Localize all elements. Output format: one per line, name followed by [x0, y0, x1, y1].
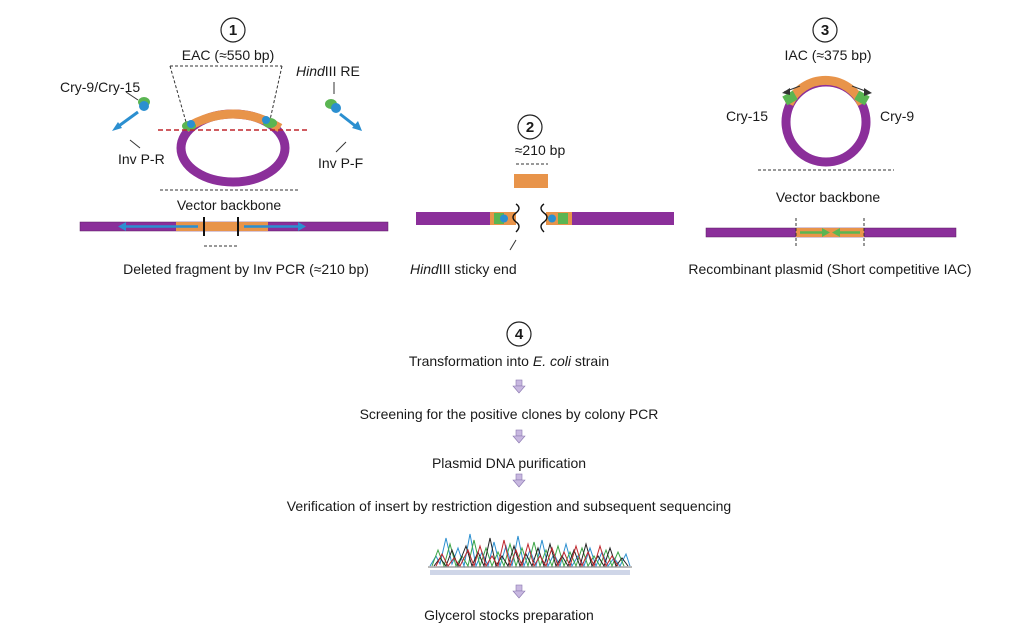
step-2-caption: HindIII sticky end	[410, 261, 517, 277]
deleted-fragment	[514, 174, 548, 188]
cry9-label: Cry-9	[880, 108, 914, 124]
step-1-badge	[220, 17, 246, 43]
down-arrow-icon	[512, 429, 526, 444]
fragment-size-label: ≈210 bp	[515, 142, 566, 158]
hindiii-re-label: HindIII RE	[296, 63, 360, 79]
eac-label: EAC (≈550 bp)	[182, 47, 275, 63]
step-4-number: 4	[515, 326, 524, 343]
vector-backbone-label-1: Vector backbone	[177, 197, 282, 213]
iac-insert-arc	[784, 75, 867, 107]
step-3-panel: 3 IAC (≈375 bp) Cry-15 Cry-9 Vector back…	[688, 17, 972, 277]
step-1-panel: 1 EAC (≈550 bp) Cry-9/Cry-15 HindIII RE …	[60, 17, 389, 277]
step-2-number: 2	[526, 119, 534, 136]
workflow-step-5: Glycerol stocks preparation	[424, 607, 594, 623]
iac-label: IAC (≈375 bp)	[784, 47, 871, 63]
sticky-end-right	[540, 203, 548, 233]
down-arrow-icon	[512, 379, 526, 394]
inv-pf-label: Inv P-F	[318, 155, 363, 171]
sticky-end-left	[512, 203, 520, 233]
inv-pr-label: Inv P-R	[118, 151, 165, 167]
workflow-step-1: Transformation into E. coli strain	[409, 353, 609, 369]
step-2-panel: 2 ≈210 bp HindIII sticky end	[410, 114, 674, 277]
down-arrow-icon	[512, 473, 526, 488]
workflow-step-3: Plasmid DNA purification	[432, 455, 586, 471]
step-3-number: 3	[821, 22, 829, 39]
down-arrow-icon	[512, 584, 526, 599]
workflow-step-4: Verification of insert by restriction di…	[287, 498, 731, 514]
step-4-panel: 4 Transformation into E. coli strain Scr…	[287, 321, 731, 623]
step-1-caption: Deleted fragment by Inv PCR (≈210 bp)	[123, 261, 369, 277]
step-1-number: 1	[229, 22, 237, 39]
step-4-badge	[506, 321, 532, 347]
linear-backbone-step2-right	[546, 212, 674, 225]
workflow-step-2: Screening for the positive clones by col…	[360, 406, 659, 422]
cry15-label: Cry-15	[726, 108, 768, 124]
step-3-badge	[812, 17, 838, 43]
vector-backbone-label-3: Vector backbone	[776, 189, 881, 205]
step-3-caption: Recombinant plasmid (Short competitive I…	[688, 261, 971, 277]
cry-primer-label: Cry-9/Cry-15	[60, 79, 140, 95]
step-2-badge	[517, 114, 543, 140]
sequencing-chromatogram-icon	[428, 533, 632, 575]
